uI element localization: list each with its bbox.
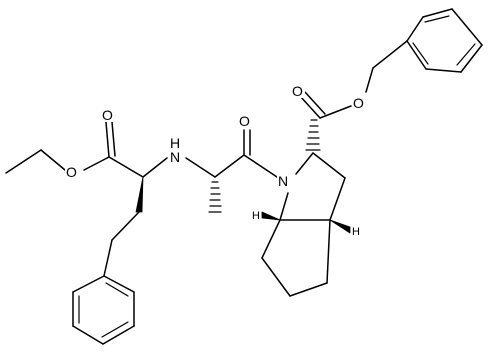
ring-nitrogen: N [278,173,288,189]
ring-fusion-hydrogen-left: H [252,210,260,222]
benzyl-ester-group [299,40,408,119]
hashed-bond-methyl [208,181,222,213]
atom-labels: O O O O O H N N H H [65,82,367,238]
amide-oxygen: O [239,113,250,129]
amine-hydrogen: H [170,135,180,151]
wedge-bond-h-left [261,211,281,221]
wedge-bond-h-right [329,219,351,234]
hashed-bond-c2 [305,119,321,151]
phenyl-ring-top-right [406,8,483,73]
wedge-bond-sidechain [135,176,144,213]
phenyl-ring-bottom-left [72,275,135,345]
ester-carbonyl-oxygen-right: O [292,83,303,99]
amide-group [185,129,281,180]
ring-fusion-hydrogen-right: H [352,226,360,238]
ethyl-ester-chain [5,121,168,277]
ester-ether-oxygen-left: O [66,164,77,180]
amine-nitrogen: N [170,149,180,165]
bicyclic-ring [261,119,346,297]
ester-carbonyl-oxygen-left: O [102,107,113,123]
ester-ether-oxygen-right: O [353,95,364,111]
